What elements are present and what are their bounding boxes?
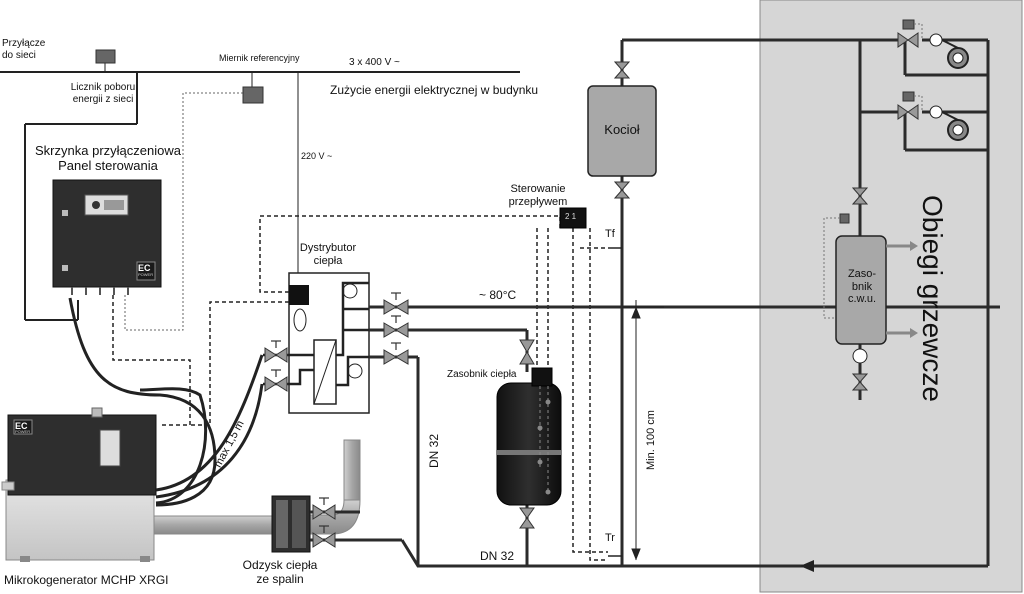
dhw-tank-line2: bnik bbox=[851, 280, 873, 293]
flow-control-line1: Sterowanie bbox=[510, 183, 566, 195]
reference-meter bbox=[242, 86, 264, 104]
circuit-signal-dotted bbox=[823, 23, 923, 319]
exhaust-label: Odzysk ciepła ze spalin bbox=[220, 558, 340, 587]
dhw-tank-label: Zaso- bnik c.w.u. bbox=[845, 268, 879, 306]
grid-connection-label: Przyłącze do sieci bbox=[2, 38, 45, 61]
flow-control-box bbox=[559, 207, 587, 229]
grid-connection-line1: Przyłącze bbox=[2, 38, 46, 49]
distributor-label: Dystrybutor ciepła bbox=[293, 242, 363, 267]
heat-distributor bbox=[263, 272, 370, 414]
distributor-line2: ciepła bbox=[313, 254, 343, 267]
min-height-label: Min. 100 cm bbox=[645, 410, 657, 470]
dhw-tank-line3: c.w.u. bbox=[847, 293, 877, 306]
panel-ec-logo: EC bbox=[138, 263, 151, 273]
control-panel-box bbox=[52, 179, 162, 295]
flow-control-label: Sterowanie przepływem bbox=[498, 183, 578, 208]
heat-storage-label: Zasobnik ciepła bbox=[447, 369, 517, 380]
generator-ec-logo-sub: POWER bbox=[15, 429, 31, 434]
temperature-80-label: ~ 80°C bbox=[479, 288, 517, 302]
tf-sensor-label: Tf bbox=[605, 228, 615, 240]
flow-control-line2: przepływem bbox=[508, 195, 568, 208]
grid-connection-meter bbox=[95, 49, 116, 64]
control-panel-line1: Skrzynka przyłączeniowa bbox=[35, 143, 181, 158]
distributor-line1: Dystrybutor bbox=[299, 242, 357, 254]
grid-meter-line2: energii z sieci bbox=[72, 93, 134, 105]
min-height-dimension bbox=[622, 300, 664, 561]
grid-meter-line1: Licznik poboru bbox=[70, 82, 136, 93]
exhaust-duct bbox=[153, 439, 361, 535]
mchp-generator bbox=[1, 407, 157, 562]
grid-connection-line2: do sieci bbox=[2, 49, 36, 61]
hydraulic-pipes bbox=[310, 38, 1000, 568]
exhaust-heat-exchanger bbox=[271, 495, 311, 553]
valves bbox=[264, 32, 919, 548]
signal-lines-dotted bbox=[124, 92, 243, 331]
voltage-3x400-label: 3 x 400 V ~ bbox=[349, 57, 400, 68]
control-panel-line2: Panel sterowania bbox=[58, 157, 158, 173]
return-flow-arrow bbox=[800, 560, 814, 572]
control-panel-label: Skrzynka przyłączeniowa Panel sterowania bbox=[28, 143, 188, 174]
building-consumption-label: Zużycie energii elektrycznej w budynku bbox=[330, 83, 539, 97]
dn32-bottom-label: DN 32 bbox=[480, 549, 515, 563]
flexible-hoses bbox=[68, 297, 264, 507]
flow-control-digits: 2 1 bbox=[565, 212, 577, 221]
temperature-sensors bbox=[608, 247, 622, 557]
reference-meter-label: Miernik referencyjny bbox=[219, 53, 300, 63]
exhaust-line2: ze spalin bbox=[256, 571, 304, 586]
boiler bbox=[587, 85, 657, 177]
dhw-tank bbox=[835, 235, 918, 345]
heat-storage-tank bbox=[496, 367, 562, 506]
panel-ec-logo-sub: POWER bbox=[138, 272, 154, 277]
boiler-label: Kocioł bbox=[604, 122, 640, 137]
dhw-tank-line1: Zaso- bbox=[847, 268, 877, 280]
grid-meter-label: Licznik poboru energii z sieci bbox=[55, 82, 151, 105]
generator-ec-logo: EC bbox=[15, 421, 28, 431]
voltage-220-label: 220 V ~ bbox=[301, 151, 333, 161]
tr-sensor-label: Tr bbox=[605, 532, 615, 544]
valve-stems bbox=[271, 292, 401, 533]
heating-circuits-zone bbox=[759, 0, 1023, 593]
heating-circuits-label: Obiegi grzewcze bbox=[917, 195, 948, 402]
mchp-label: Mikrokogenerator MCHP XRGI bbox=[4, 573, 169, 587]
circuit-pumps bbox=[839, 19, 969, 364]
exhaust-line1: Odzysk ciepła bbox=[242, 558, 318, 572]
dn32-vertical-label: DN 32 bbox=[427, 433, 441, 468]
